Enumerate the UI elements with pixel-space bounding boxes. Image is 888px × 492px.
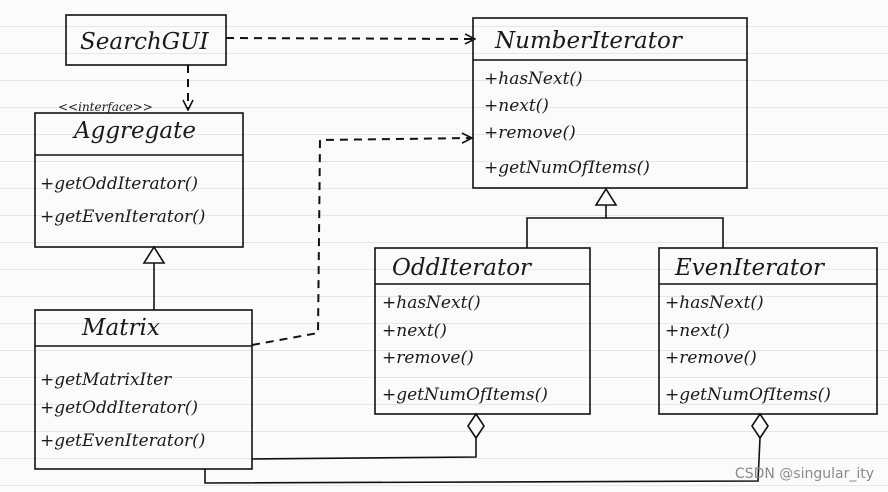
class-box xyxy=(658,247,878,415)
class-box xyxy=(374,247,591,415)
class-stereotype: <<interface>> xyxy=(58,100,153,114)
watermark: CSDN @singular_ity xyxy=(734,466,874,482)
class-member: +next() xyxy=(382,321,447,341)
class-title: EvenIterator xyxy=(674,255,826,281)
class-member: +getEvenIterator() xyxy=(40,431,205,451)
class-member: +next() xyxy=(665,321,730,341)
class-title: NumberIterator xyxy=(494,28,684,54)
class-even-iterator: EvenIterator +hasNext() +next() +remove(… xyxy=(658,247,878,415)
composition-even-line xyxy=(204,437,761,484)
class-box xyxy=(65,14,227,66)
class-member: +getNumOfItems() xyxy=(665,385,831,405)
dependency-searchgui-numberiterator xyxy=(225,38,475,39)
class-member: +getNumOfItems() xyxy=(484,158,650,178)
class-aggregate: <<interface>> Aggregate +getOddIterator(… xyxy=(34,100,244,248)
generalization-even-line xyxy=(606,217,724,248)
class-odd-iterator: OddIterator +hasNext() +next() +remove()… xyxy=(374,247,591,415)
class-box xyxy=(34,112,244,248)
composition-diamond-odd xyxy=(467,412,485,440)
dependency-matrix-numberiterator xyxy=(251,138,472,346)
generalization-odd-line xyxy=(526,205,607,248)
inheritance-triangle-aggregate xyxy=(142,245,166,264)
class-member: +getOddIterator() xyxy=(40,174,198,194)
composition-diamond-even xyxy=(751,412,769,440)
class-searchgui: SearchGUI xyxy=(65,14,227,66)
class-title: SearchGUI xyxy=(80,29,210,55)
class-box xyxy=(34,309,253,470)
class-member: +getEvenIterator() xyxy=(40,207,205,227)
class-member: +remove() xyxy=(484,123,576,143)
class-member: +hasNext() xyxy=(665,293,764,313)
class-number-iterator: NumberIterator +hasNext() +next() +remov… xyxy=(472,17,748,189)
inheritance-triangle-numberiterator xyxy=(594,187,618,206)
class-member: +remove() xyxy=(382,348,474,368)
class-title: OddIterator xyxy=(392,255,533,281)
class-matrix: Matrix +getMatrixIter +getOddIterator() … xyxy=(34,309,253,470)
class-member: +hasNext() xyxy=(484,69,583,89)
class-member: +getOddIterator() xyxy=(40,398,198,418)
class-member: +getNumOfItems() xyxy=(382,385,548,405)
class-member: +hasNext() xyxy=(382,293,481,313)
class-member: +remove() xyxy=(665,348,757,368)
composition-odd-line xyxy=(251,438,477,460)
class-title: Aggregate xyxy=(72,118,196,144)
class-box xyxy=(472,17,748,189)
class-member: +getMatrixIter xyxy=(40,370,172,390)
class-title: Matrix xyxy=(81,315,160,341)
class-member: +next() xyxy=(484,96,549,116)
